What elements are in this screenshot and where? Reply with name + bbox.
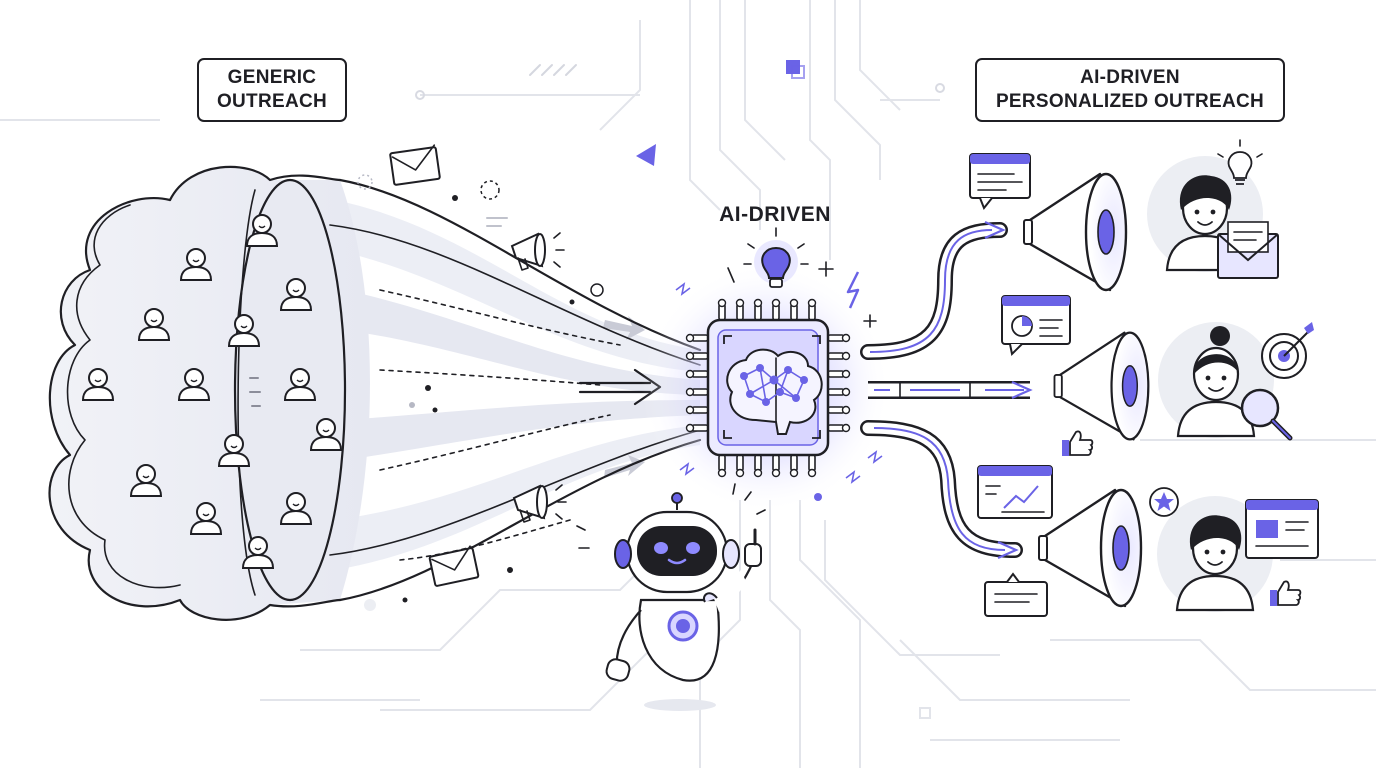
chip-pin-head [771, 298, 781, 308]
person-icon [309, 418, 343, 451]
chip-pin [718, 454, 726, 472]
chip-pin [827, 370, 845, 378]
chip-pin-head [771, 468, 781, 478]
brain-icon [726, 348, 823, 435]
chip-pin-head [841, 351, 851, 361]
chip-pin [827, 424, 845, 432]
personalized-outreach-label: AI-DRIVEN PERSONALIZED OUTREACH [975, 58, 1285, 122]
envelope-icon [428, 545, 480, 587]
person-icon [217, 434, 251, 467]
person-icon [189, 502, 223, 535]
chip-pin-head [685, 423, 695, 433]
chip-pin-head [735, 468, 745, 478]
chip-pin [827, 388, 845, 396]
chip-pin [827, 406, 845, 414]
star-icon [1149, 487, 1179, 517]
generic-outreach-label: GENERIC OUTREACH [197, 58, 347, 122]
person-icon [283, 368, 317, 401]
envelope-icon [1217, 221, 1279, 279]
lightbulb-icon [743, 227, 809, 288]
chip-pin [754, 454, 762, 472]
chip-pin-head [807, 468, 817, 478]
chip-pin-head [841, 405, 851, 415]
person-icon [179, 248, 213, 281]
lightbulb-icon [1217, 139, 1263, 185]
thumbs-up-icon [1062, 430, 1094, 456]
chat-bubble-icon [984, 572, 1048, 617]
envelope-icon [389, 144, 441, 186]
thumbs-up-icon [1270, 580, 1302, 606]
chip-pin [691, 334, 709, 342]
chip-pin-head [753, 468, 763, 478]
chip-pin-head [807, 298, 817, 308]
person-avatar-icon [1157, 496, 1273, 612]
crowd-people [81, 214, 343, 569]
megaphone-icon [510, 232, 565, 271]
output-pipes [860, 220, 1033, 560]
person-icon [241, 536, 275, 569]
chip-pin [691, 352, 709, 360]
chip-pin-head [717, 298, 727, 308]
person-icon [81, 368, 115, 401]
chip-pin [691, 388, 709, 396]
chip-pin [827, 352, 845, 360]
chip-pin [691, 406, 709, 414]
chip-pin-head [753, 298, 763, 308]
decor-shapes [636, 60, 805, 166]
chip-pin-head [717, 468, 727, 478]
magnifier-icon [1240, 388, 1293, 441]
chip-pin [827, 334, 845, 342]
chip-pin [691, 424, 709, 432]
person-icon [177, 368, 211, 401]
chip-pin-head [789, 468, 799, 478]
megaphone-icon [512, 484, 567, 523]
megaphone-icon [1023, 172, 1128, 292]
person-icon [137, 308, 171, 341]
person-icon [279, 278, 313, 311]
person-icon [129, 464, 163, 497]
person-avatar-icon [1158, 322, 1274, 438]
chip-pin [691, 370, 709, 378]
chip-pins [685, 298, 851, 478]
line-chart-icon [977, 465, 1053, 519]
chip-pin-head [685, 387, 695, 397]
chip-pin-head [685, 405, 695, 415]
chip-pin-head [735, 298, 745, 308]
megaphone-icon [1053, 331, 1150, 441]
chip-pin-head [685, 369, 695, 379]
chip-pin-head [685, 333, 695, 343]
chip-pin-head [841, 423, 851, 433]
chip-pin-head [685, 351, 695, 361]
chip-pin [772, 454, 780, 472]
chip-pin [808, 454, 816, 472]
person-icon [279, 492, 313, 525]
chip-pin-head [841, 369, 851, 379]
scatter-dots [249, 64, 604, 603]
person-icon [227, 314, 261, 347]
robot-icon [576, 483, 766, 711]
megaphone-icon [1038, 488, 1143, 608]
chip-pin-head [841, 333, 851, 343]
chip-pin-head [841, 387, 851, 397]
pie-chart-icon [1001, 295, 1071, 357]
output-megaphones [1023, 172, 1150, 608]
person-icon [245, 214, 279, 247]
ai-driven-label: AI-DRIVEN [719, 203, 831, 226]
target-icon [1261, 322, 1314, 379]
sparkle-decor [675, 261, 883, 501]
chat-bubble-icon [969, 153, 1031, 210]
profile-card-icon [1245, 499, 1319, 559]
chip-pin-head [789, 298, 799, 308]
chip-pin [790, 454, 798, 472]
chip-pin [736, 454, 744, 472]
